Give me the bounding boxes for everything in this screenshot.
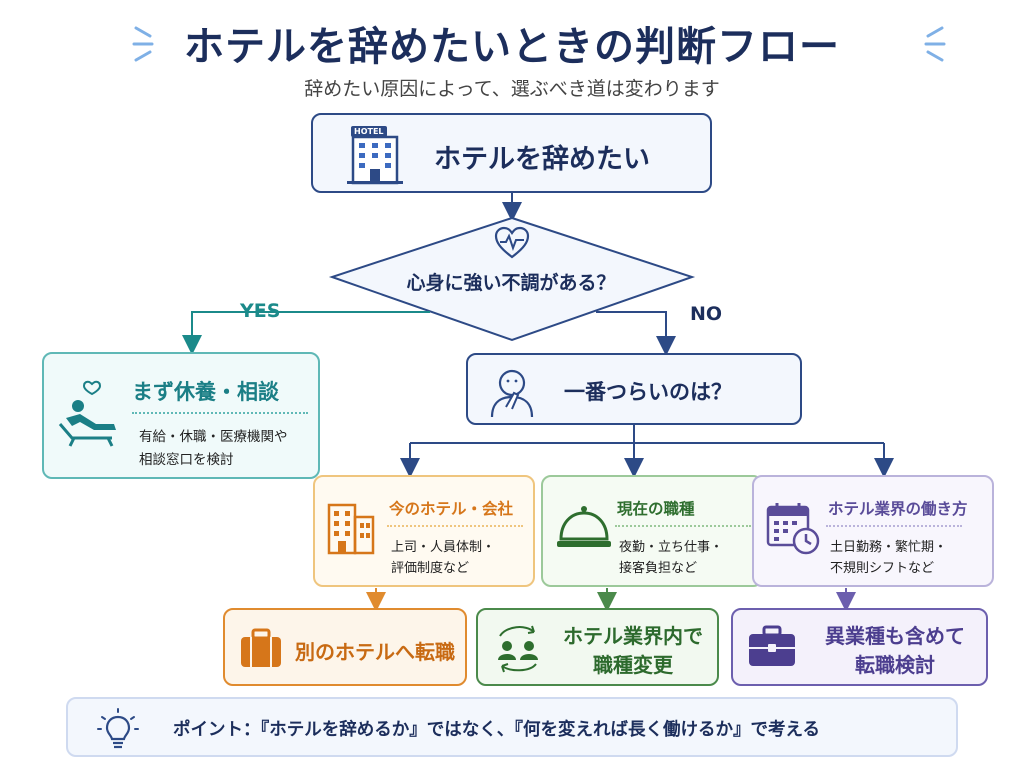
yes-label: YES: [240, 300, 281, 322]
question-1-label: 心身に強い不調がある？: [406, 272, 616, 294]
suitcase-icon: [241, 628, 281, 667]
question-2-label: 一番つらいのは？: [564, 380, 732, 404]
category-3-divider: [826, 525, 962, 527]
reclining-person-icon: [58, 380, 116, 447]
category-2-title: 現在の職種: [617, 500, 695, 518]
start-label: ホテルを辞めたい: [434, 144, 650, 175]
result-another-hotel: 別のホテルへ転職: [223, 608, 467, 686]
no-label: NO: [690, 303, 723, 325]
category-2-divider: [615, 525, 751, 527]
rest-title: まず休養・相談: [132, 380, 279, 404]
result-1-label: 別のホテルへ転職: [295, 640, 455, 664]
result-career-change: 異業種も含めて 転職検討: [731, 608, 988, 686]
category-1-description: 上司・人員体制・ 評価制度など: [391, 540, 496, 576]
category-industry: ホテル業界の働き方 土日勤務・繁忙期・ 不規則シフトなど: [752, 475, 994, 587]
arrow-no: [596, 311, 676, 356]
point-label: ポイント：『ホテルを辞めるか』ではなく、『何を変えれば長く働けるか』で考える: [173, 720, 820, 740]
service-cloche-icon: [557, 506, 611, 547]
start-node: HOTEL ホテルを辞めたい: [311, 113, 712, 193]
thinking-person-icon: [490, 369, 534, 418]
title-decoration-left: [132, 26, 154, 62]
title-decoration-right: [924, 26, 946, 62]
result-3-label: 異業種も含めて 転職検討: [825, 624, 965, 677]
category-company: 今のホテル・会社 上司・人員体制・ 評価制度など: [313, 475, 535, 587]
question-2-node: 一番つらいのは？: [466, 353, 802, 425]
rest-divider: [132, 412, 308, 414]
point-banner: ポイント：『ホテルを辞めるか』ではなく、『何を変えれば長く働けるか』で考える: [66, 697, 958, 757]
lightbulb-icon: [97, 708, 139, 749]
decision-diamond: [328, 216, 696, 342]
calendar-clock-icon: [766, 503, 820, 555]
page-title: ホテルを辞めたいときの判断フロー: [184, 24, 840, 70]
category-1-divider: [387, 525, 523, 527]
result-role-change: ホテル業界内で 職種変更: [476, 608, 719, 686]
office-building-icon: [327, 503, 375, 555]
category-2-description: 夜勤・立ち仕事・ 接客負担など: [619, 540, 724, 576]
heart-pulse-icon: [494, 226, 530, 259]
people-exchange-icon: [498, 625, 538, 673]
briefcase-icon: [749, 625, 795, 666]
category-job-type: 現在の職種 夜勤・立ち仕事・ 接客負担など: [541, 475, 763, 587]
category-3-description: 土日勤務・繁忙期・ 不規則シフトなど: [830, 540, 948, 576]
page-subtitle: 辞めたい原因によって、選ぶべき道は変わります: [304, 78, 720, 100]
category-1-title: 今のホテル・会社: [389, 500, 514, 518]
hotel-sign: HOTEL: [351, 126, 387, 137]
hotel-building-icon: [347, 135, 403, 185]
rest-node: まず休養・相談 有給・休職・医療機関や 相談窓口を検討: [42, 352, 320, 479]
rest-description: 有給・休職・医療機関や 相談窓口を検討: [139, 429, 288, 468]
arrow-yes: [182, 311, 430, 355]
category-3-title: ホテル業界の働き方: [828, 500, 968, 518]
result-2-label: ホテル業界内で 職種変更: [563, 624, 703, 677]
